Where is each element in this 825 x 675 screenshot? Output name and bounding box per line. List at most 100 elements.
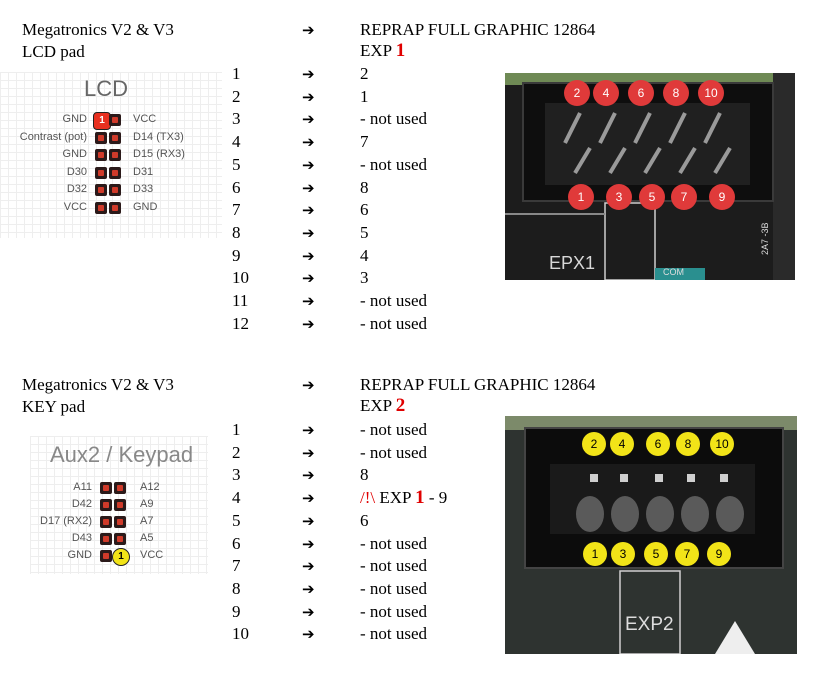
header-pin — [109, 131, 121, 144]
header-pin — [100, 482, 112, 494]
photo-pin-label: 1 — [583, 542, 607, 566]
keypad-diagram-title: Aux2 / Keypad — [50, 442, 194, 467]
row4-tail: - 9 — [428, 488, 448, 507]
header-pin — [95, 131, 107, 144]
header-pin — [114, 482, 126, 494]
arrow-icon: ➔ — [302, 65, 315, 83]
pin-label-left: D30 — [66, 165, 87, 178]
header-pin-pad — [112, 152, 118, 159]
arrow-icon: ➔ — [302, 223, 315, 242]
display-title: REPRAP FULL GRAPHIC 12864 — [360, 375, 596, 394]
pin-number: 4 — [232, 488, 241, 508]
header-pin-pad — [117, 502, 123, 508]
mapped-pin: 6 — [360, 510, 369, 530]
pin-label-left: D43 — [71, 532, 92, 544]
mapped-pin: 8 — [360, 177, 369, 197]
photo-pin-label: 9 — [709, 184, 735, 210]
header-pin-pad — [98, 205, 104, 211]
header-pin — [100, 499, 112, 511]
header-pin-pad — [117, 485, 123, 491]
pin-number: 8 — [232, 578, 241, 598]
arrow-icon: ➔ — [302, 201, 315, 220]
warning-icon: /!\ — [360, 488, 376, 507]
arrow-icon: ➔ — [302, 602, 315, 621]
exp2-heading: EXP 2 — [360, 396, 405, 416]
pin-label-left: D42 — [71, 498, 92, 510]
arrow-icon: ➔ — [302, 421, 315, 439]
pin-number: 7 — [232, 556, 241, 576]
arrow-icon: ➔ — [302, 443, 315, 462]
mapped-pin: 5 — [360, 222, 369, 242]
mapped-pin: - not used — [360, 109, 428, 129]
arrow-icon: ➔ — [302, 511, 315, 530]
pin-number: 3 — [232, 465, 241, 485]
row4-exp-label: EXP — [379, 488, 411, 507]
exp1-heading: EXP 1 — [360, 41, 405, 61]
arrow-icon: ➔ — [302, 269, 315, 288]
pin-label-right: VCC — [133, 113, 157, 125]
mapped-pin: 7 — [360, 132, 369, 152]
photo-pin-label: 4 — [593, 80, 619, 106]
arrow-icon: ➔ — [302, 246, 315, 265]
header-pin-pad — [103, 553, 109, 559]
pin-number: 1 — [232, 64, 241, 83]
photo-pin-label: 2 — [582, 432, 606, 456]
pin-number: 10 — [232, 624, 249, 644]
header-pin — [114, 499, 126, 511]
header-pin-pad — [112, 134, 118, 141]
exp2-connector-drawing — [505, 416, 797, 654]
pin-label-right: D31 — [133, 165, 154, 178]
arrow-icon: ➔ — [302, 489, 315, 508]
mapped-pin: - not used — [360, 578, 428, 598]
header-pin-pad — [103, 485, 109, 491]
exp1-side-silk: 2A7 -3B — [760, 222, 770, 255]
pin-label-left: D32 — [66, 183, 87, 196]
header-pin-pad — [112, 117, 118, 123]
pin-label-left: GND — [62, 148, 87, 161]
pin-number: 9 — [232, 245, 241, 265]
photo-pin-label: 4 — [610, 432, 634, 456]
pin-label-left: Contrast (pot) — [19, 130, 87, 143]
header-pin-pad — [112, 205, 118, 211]
mapped-pin: 8 — [360, 465, 369, 485]
pin-number: 5 — [232, 154, 241, 174]
photo-pin-label: 8 — [676, 432, 700, 456]
pin-label-left: GND — [62, 113, 87, 125]
arrow-icon: ➔ — [302, 314, 315, 333]
header-pin — [95, 202, 107, 214]
mapped-pin: - not used — [360, 313, 428, 333]
pin-number: 11 — [232, 291, 249, 310]
mapped-pin: - not used — [360, 533, 428, 553]
header-arrow-icon: ➔ — [302, 21, 315, 39]
header-pin — [109, 202, 121, 214]
photo-pin-label: 2 — [564, 80, 590, 106]
header-pin-pad — [117, 536, 123, 542]
mapped-pin: - not used — [360, 420, 428, 439]
pin-label-right: D14 (TX3) — [133, 130, 184, 143]
header-pin — [95, 149, 107, 162]
header-pin — [100, 516, 112, 528]
mapped-pin: - not used — [360, 556, 428, 576]
pin-label-right: A9 — [140, 498, 154, 510]
mapped-pin: 6 — [360, 200, 369, 220]
photo-pin-label: 1 — [568, 184, 594, 210]
lcd-diagram-title: LCD — [84, 76, 129, 101]
row4-exp-number: 1 — [415, 487, 425, 508]
arrow-icon: ➔ — [302, 292, 315, 310]
mapped-pin: - not used — [360, 624, 428, 644]
mapped-pin: 2 — [360, 64, 369, 83]
pin-label-right: VCC — [140, 549, 164, 561]
exp-number: 1 — [395, 40, 406, 61]
arrow-icon: ➔ — [302, 87, 315, 106]
key-section-title-line2: KEY pad — [22, 397, 86, 416]
exp-label: EXP — [360, 396, 392, 415]
header-arrow-icon: ➔ — [302, 376, 315, 394]
header-pin-pad — [103, 536, 109, 542]
pin-number: 4 — [232, 132, 241, 152]
arrow-icon: ➔ — [302, 625, 315, 644]
pin-number: 5 — [232, 510, 241, 530]
exp2-silkscreen: EXP2 — [625, 614, 674, 635]
pin-number: 6 — [232, 177, 241, 197]
